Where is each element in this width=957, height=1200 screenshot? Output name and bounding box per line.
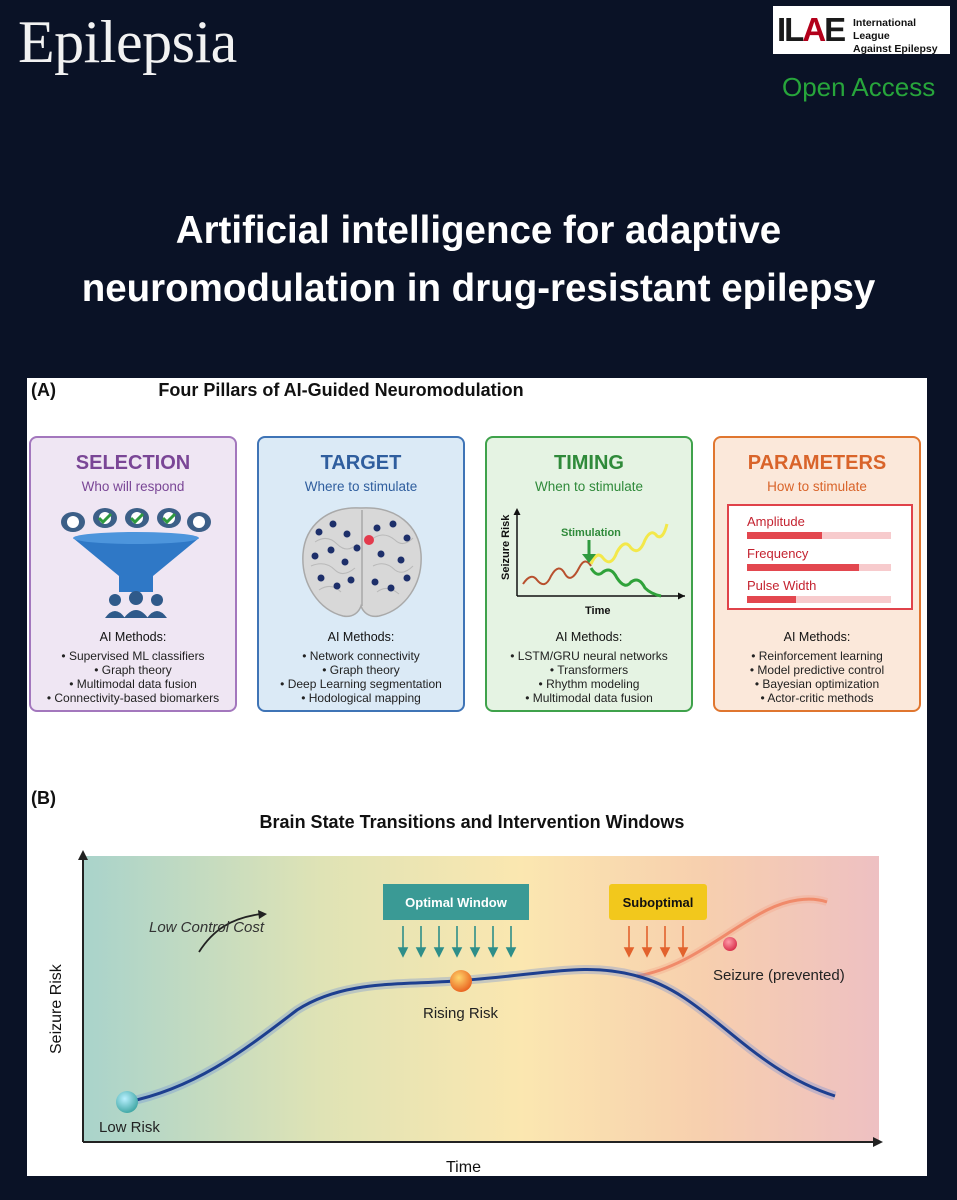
param-bar-amplitude <box>747 532 891 539</box>
optimal-window-arrows <box>397 926 517 958</box>
list-item: • Multimodal data fusion <box>69 677 197 691</box>
param-label-pulse-width: Pulse Width <box>747 578 817 593</box>
card-methods-list: • Supervised ML classifiers • Graph theo… <box>31 649 235 705</box>
list-item: • Bayesian optimization <box>754 677 880 691</box>
card-parameters: PARAMETERS How to stimulate Amplitude Fr… <box>713 436 921 712</box>
list-item: • Actor-critic methods <box>760 691 874 705</box>
param-bar-pulse-width <box>747 596 891 603</box>
card-methods-heading: AI Methods: <box>327 630 395 644</box>
param-label-amplitude: Amplitude <box>747 514 805 529</box>
low-control-cost-label: Low Control Cost <box>149 919 265 936</box>
list-item: • Connectivity-based biomarkers <box>46 691 220 705</box>
panel-a-label: (A) <box>31 380 56 400</box>
card-methods-list: • Network connectivity • Graph theory • … <box>259 649 463 705</box>
timing-graph: Stimulation Seizure Risk Time <box>500 508 685 617</box>
timing-x-label: Time <box>585 605 610 617</box>
list-item: • Network connectivity <box>302 649 420 663</box>
card-timing: TIMING When to stimulate Stimulation Sei… <box>485 436 693 712</box>
list-item: • Supervised ML classifiers <box>61 649 205 663</box>
card-methods-heading: AI Methods: <box>783 630 851 644</box>
card-heading: SELECTION <box>75 452 191 474</box>
journal-logo: Epilepsia <box>18 9 237 75</box>
list-item: • Graph theory <box>94 663 172 677</box>
rising-risk-marker <box>450 970 472 992</box>
stimulation-label: Stimulation <box>561 527 621 539</box>
seizure-label: Seizure (prevented) <box>713 967 845 984</box>
card-subtitle: Who will respond <box>81 479 185 494</box>
ilae-name-line1: International League <box>853 17 917 42</box>
panel-b-label: (B) <box>31 788 56 808</box>
list-item: • Multimodal data fusion <box>525 691 653 705</box>
list-item: • LSTM/GRU neural networks <box>510 649 668 663</box>
seizure-marker <box>723 937 737 951</box>
list-item: • Graph theory <box>322 663 400 677</box>
card-methods-heading: AI Methods: <box>99 630 167 644</box>
card-methods-list: • LSTM/GRU neural networks • Transformer… <box>487 649 691 705</box>
ilae-logo: ILAE International League Against Epilep… <box>773 6 950 56</box>
rising-risk-label: Rising Risk <box>423 1005 499 1022</box>
card-methods-heading: AI Methods: <box>555 630 623 644</box>
state-transition-diagram: Low Control Cost Optimal Window Suboptim… <box>48 850 883 1174</box>
list-item: • Reinforcement learning <box>751 649 883 663</box>
patient-funnel-icon <box>61 508 211 618</box>
card-subtitle: How to stimulate <box>767 479 867 494</box>
open-access-label: Open Access <box>782 72 936 102</box>
ilae-name-line2: Against Epilepsy <box>853 43 938 55</box>
suboptimal-arrows <box>623 926 689 958</box>
article-title-line2: neuromodulation in drug-resistant epilep… <box>81 267 876 310</box>
card-selection: SELECTION Who will respond AI Methods: •… <box>29 436 237 712</box>
card-methods-list: • Reinforcement learning • Model predict… <box>715 649 919 705</box>
suboptimal-label: Suboptimal <box>623 895 694 910</box>
article-title: Artificial intelligence for adaptive neu… <box>0 202 957 318</box>
param-label-frequency: Frequency <box>747 546 809 561</box>
list-item: • Transformers <box>549 663 629 677</box>
list-item: • Rhythm modeling <box>538 677 640 691</box>
card-subtitle: Where to stimulate <box>304 479 418 494</box>
brain-electrodes-icon <box>302 507 422 618</box>
low-risk-marker <box>116 1091 138 1113</box>
optimal-window-label: Optimal Window <box>405 895 508 910</box>
panel-b-y-label: Seizure Risk <box>48 963 65 1054</box>
param-fill-amplitude <box>747 532 822 539</box>
list-item: • Deep Learning segmentation <box>280 677 442 691</box>
panel-a-title: Four Pillars of AI-Guided Neuromodulatio… <box>158 380 524 400</box>
card-heading: PARAMETERS <box>747 452 887 474</box>
article-title-line1: Artificial intelligence for adaptive <box>175 209 782 252</box>
card-target: TARGET Where to stimulate AI Methods: • … <box>257 436 465 712</box>
panel-b-title: Brain State Transitions and Intervention… <box>259 812 685 832</box>
ilae-name: International League Against Epilepsy <box>853 17 950 56</box>
card-subtitle: When to stimulate <box>534 479 644 494</box>
card-heading: TARGET <box>320 452 402 474</box>
ilae-logo-mark: ILAE <box>777 11 846 48</box>
low-risk-label: Low Risk <box>99 1119 160 1136</box>
timing-y-label: Seizure Risk <box>500 514 512 580</box>
list-item: • Hodological mapping <box>301 691 421 705</box>
param-fill-pulse-width <box>747 596 796 603</box>
param-fill-frequency <box>747 564 860 571</box>
param-bar-frequency <box>747 564 891 571</box>
card-heading: TIMING <box>554 452 624 474</box>
panel-b-x-label: Time <box>446 1159 481 1174</box>
parameter-panel: Amplitude Frequency Pulse Width <box>727 504 913 610</box>
graphical-abstract: (A) Four Pillars of AI-Guided Neuromodul… <box>27 378 927 1176</box>
list-item: • Model predictive control <box>749 663 885 677</box>
